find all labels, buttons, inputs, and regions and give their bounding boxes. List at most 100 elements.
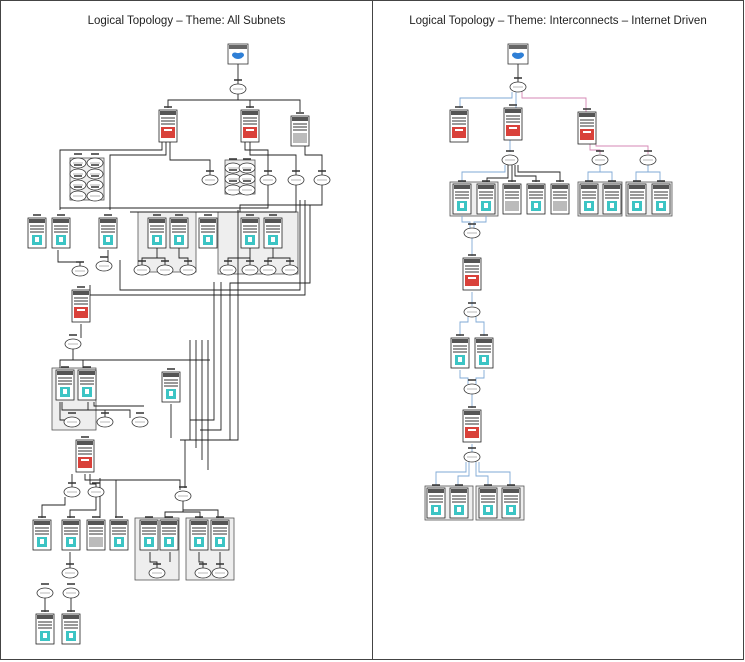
link-line xyxy=(61,402,131,418)
link-line xyxy=(635,165,649,182)
link-line xyxy=(517,165,561,182)
link-line xyxy=(461,165,506,182)
subnet-oval-icon xyxy=(463,379,481,395)
subnet-oval-icon xyxy=(148,563,166,579)
link-line xyxy=(435,462,467,486)
link-line xyxy=(167,94,239,108)
switch-icon xyxy=(61,610,81,645)
link-line xyxy=(93,402,144,407)
subnet-oval-icon xyxy=(95,256,113,272)
server-icon xyxy=(550,180,570,215)
link-line xyxy=(57,250,81,268)
link-line xyxy=(273,257,291,266)
subnet-oval-icon xyxy=(281,260,299,276)
subnet-oval-icon xyxy=(509,77,527,93)
router-icon xyxy=(503,104,523,141)
link-line xyxy=(459,317,469,336)
link-line xyxy=(141,248,158,266)
router-icon xyxy=(75,436,95,473)
switch-icon xyxy=(602,180,622,215)
switch-icon xyxy=(27,214,47,249)
subnet-oval-icon xyxy=(287,170,305,186)
link-line xyxy=(461,216,471,228)
link-line xyxy=(84,474,181,490)
link-line xyxy=(595,144,649,154)
link-line xyxy=(198,552,204,570)
link-line xyxy=(478,462,511,486)
subnet-oval-icon xyxy=(194,563,212,579)
switch-icon xyxy=(189,516,209,551)
link-line xyxy=(475,462,489,486)
subnet-oval-icon xyxy=(62,583,80,599)
link-line xyxy=(169,142,211,175)
subnet-oval-icon xyxy=(229,79,247,95)
link-line xyxy=(514,165,537,182)
subnet-oval-icon xyxy=(63,482,81,498)
switch-icon xyxy=(210,516,230,551)
subnet-oval-icon xyxy=(591,150,609,166)
subnet-oval-icon xyxy=(313,170,331,186)
link-line xyxy=(190,282,215,421)
link-line xyxy=(600,171,613,182)
link-line xyxy=(238,99,301,112)
subnet-oval-icon xyxy=(64,334,82,350)
link-line xyxy=(304,142,323,175)
switch-icon xyxy=(627,180,647,215)
switch-icon xyxy=(474,334,494,369)
link-line xyxy=(72,349,210,361)
switch-icon xyxy=(61,516,81,551)
subnet-oval-icon xyxy=(87,482,105,498)
subnet-oval-icon xyxy=(201,170,219,186)
link-line xyxy=(587,165,601,182)
link-line xyxy=(589,144,601,154)
switch-icon xyxy=(98,214,118,249)
subnet-oval-icon xyxy=(259,260,277,276)
switch-icon xyxy=(579,180,599,215)
subnet-oval-icon xyxy=(463,447,481,463)
link-line xyxy=(267,248,274,266)
link-line xyxy=(60,185,269,209)
switch-icon xyxy=(159,516,179,551)
link-line xyxy=(459,370,469,384)
switch-icon xyxy=(263,214,283,249)
link-line xyxy=(109,142,167,210)
switch-icon xyxy=(139,516,159,551)
switch-icon xyxy=(526,180,546,215)
router-icon xyxy=(158,106,178,143)
link-line xyxy=(73,359,84,368)
link-line xyxy=(59,359,73,368)
server-icon xyxy=(86,516,106,551)
switch-icon xyxy=(651,180,671,215)
link-line xyxy=(164,511,183,518)
switch-icon xyxy=(55,366,75,401)
subnet-oval-icon xyxy=(259,170,277,186)
router-icon xyxy=(462,406,482,443)
subnet-oval-icon xyxy=(36,583,54,599)
subnet-oval-icon xyxy=(219,260,237,276)
subnet-oval-icon xyxy=(69,186,87,202)
link-line xyxy=(178,248,189,266)
subnet-oval-icon xyxy=(179,260,197,276)
switch-icon xyxy=(77,366,97,401)
link-line xyxy=(475,317,485,336)
switch-icon xyxy=(449,484,469,519)
switch-icon xyxy=(32,516,52,551)
link-line xyxy=(229,205,311,440)
link-line xyxy=(59,142,163,210)
router-icon xyxy=(577,108,597,145)
switch-icon xyxy=(161,368,181,403)
server-icon xyxy=(502,180,522,215)
subnet-oval-icon xyxy=(133,260,151,276)
router-icon xyxy=(71,286,91,323)
link-line xyxy=(521,92,587,112)
switch-icon xyxy=(450,334,470,369)
subnet-oval-icon xyxy=(639,150,657,166)
router-icon xyxy=(449,106,469,143)
server-icon xyxy=(290,112,310,147)
link-line xyxy=(457,462,470,486)
subnet-oval-icon xyxy=(61,563,79,579)
link-line xyxy=(69,497,97,518)
subnet-oval-icon xyxy=(69,153,87,169)
link-line xyxy=(200,282,222,431)
